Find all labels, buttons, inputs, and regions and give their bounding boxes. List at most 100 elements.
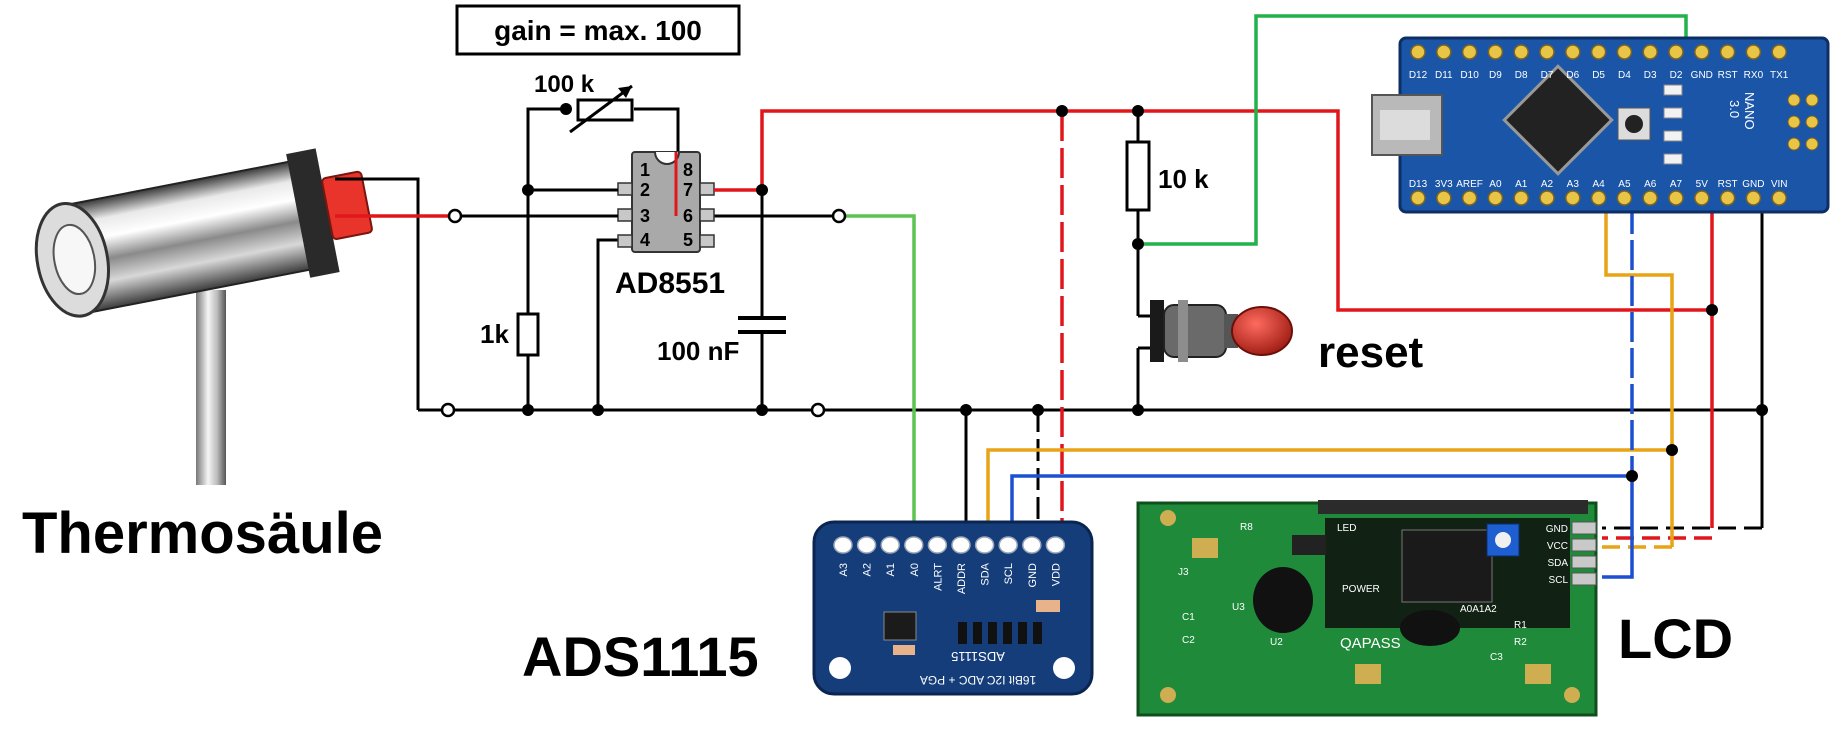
nano-top-pin-label-d12-0: D12 (1409, 70, 1428, 81)
nano-top-pin-pad-d7-5 (1539, 44, 1555, 60)
lcd-label: LCD (1618, 607, 1733, 670)
nano-top-pin-label-d7-5: D7 (1541, 70, 1554, 81)
ads-board-desc: 16Bit I2C ADC + PGA (920, 673, 1036, 687)
nano-bottom-pin-pad-a7-10 (1668, 190, 1684, 206)
nano-bottom-pin-pad-5v-11 (1694, 190, 1710, 206)
nano-bottom-pin-pad-a3-6 (1565, 190, 1581, 206)
nano-top-pin-pad-d3-9 (1642, 44, 1658, 60)
nano-top-pin-label-d4-8: D4 (1618, 70, 1631, 81)
nano-bottom-pin-label-a5-8: A5 (1618, 179, 1631, 190)
opamp-pin-1: 1 (640, 160, 650, 180)
opamp-pin-8: 8 (683, 160, 693, 180)
thermopile-connector (321, 170, 373, 240)
ads-pin-label-vdd: VDD (1050, 563, 1062, 586)
nano-top-pin-label-tx1-14: TX1 (1770, 70, 1789, 81)
thermopile-rod (196, 290, 226, 485)
nano-bottom-pin-label-a6-9: A6 (1644, 179, 1657, 190)
r1k-label: 1k (480, 319, 509, 349)
opamp-pin-7: 7 (683, 180, 693, 200)
black-wires (335, 107, 1764, 545)
red-wires (335, 109, 1714, 545)
resistor-1k: 1k (480, 312, 540, 357)
nano-top-pin-label-d9-3: D9 (1489, 70, 1502, 81)
lcd-led-label: LED (1337, 523, 1356, 534)
nano-bottom-pin-pad-a1-4 (1513, 190, 1529, 206)
lcd-c3-label: C3 (1490, 652, 1503, 663)
nano-bottom-pin-label-a7-10: A7 (1670, 179, 1683, 190)
thermopile-sensor (34, 148, 373, 485)
thermopile-label: Thermosäule (22, 501, 383, 566)
pot-label: 100 k (534, 71, 595, 98)
lcd-brand: QAPASS (1340, 635, 1401, 652)
nano-bottom-pin-label-gnd-13: GND (1742, 179, 1764, 190)
lcd-pin-label-gnd: GND (1546, 524, 1568, 535)
nano-bottom-pin-label-rst-12: RST (1718, 179, 1738, 190)
reset-label: reset (1318, 328, 1424, 377)
lcd-pin-label-scl: SCL (1549, 575, 1569, 586)
ads-pin-pad-sda (974, 536, 995, 554)
nano-top-pin-label-d2-10: D2 (1670, 70, 1683, 81)
lcd-r8-label: R8 (1240, 522, 1253, 533)
opamp-pin-4: 4 (640, 230, 650, 250)
ads-pin-pad-a1 (880, 536, 900, 554)
ads-pin-pad-addr (951, 536, 971, 554)
nano-bottom-pin-label-a3-6: A3 (1567, 179, 1580, 190)
ads-pin-pad-a2 (856, 536, 877, 554)
lcd-u2-label: U2 (1270, 637, 1283, 648)
capacitor-100nf: 100 nF (657, 316, 786, 366)
nano-version: 3.0 (1727, 100, 1742, 118)
nano-bottom-pin-label-a4-7: A4 (1592, 179, 1605, 190)
nano-top-pin-label-gnd-11: GND (1691, 70, 1713, 81)
nano-top-pin-pad-d9-3 (1487, 44, 1504, 60)
nano-bottom-pin-label-d13-0: D13 (1409, 179, 1428, 190)
lcd-j3-label: J3 (1178, 567, 1189, 578)
opamp-pin-2: 2 (640, 180, 650, 200)
resistor-10k: 10 k (1125, 140, 1209, 212)
opamp-pin-5: 5 (683, 230, 693, 250)
lcd-pin-label-sda: SDA (1547, 558, 1568, 569)
ads-pin-label-alrt: ALRT (932, 563, 944, 591)
ads-pin-label-addr: ADDR (956, 563, 968, 594)
nano-bottom-pin-label-a1-4: A1 (1515, 179, 1528, 190)
nano-top-pin-pad-rst-12 (1719, 44, 1736, 60)
nano-bottom-pin-label-aref-2: AREF (1456, 179, 1483, 190)
green-wires (842, 14, 1688, 545)
nano-top-pin-pad-d10-2 (1461, 44, 1478, 60)
nano-top-pin-label-rst-12: RST (1718, 70, 1738, 81)
lcd-u3-label: U3 (1232, 602, 1245, 613)
nano-mcu-chip (1502, 64, 1614, 176)
nano-bottom-pin-pad-a6-9 (1642, 190, 1658, 206)
thermopile-collar (286, 148, 340, 278)
junctions (522, 103, 1768, 482)
nano-top-pin-label-d3-9: D3 (1644, 70, 1657, 81)
ads-pin-pad-a3 (833, 536, 853, 554)
lcd-pin-pad-gnd (1571, 521, 1597, 535)
nano-bottom-pin-label-3v3-1: 3V3 (1435, 179, 1453, 190)
nano-bottom-pin-pad-a4-7 (1590, 190, 1607, 206)
nano-top-pin-pad-d12-0 (1410, 44, 1426, 60)
lcd-board: QAPASS LED POWER R8 U3 U2 A0A1A2 C1 C2 C… (1136, 500, 1733, 717)
lcd-addr-label: A0A1A2 (1460, 604, 1497, 615)
nano-top-pin-pad-d5-7 (1590, 44, 1607, 60)
nano-top-pin-label-d5-7: D5 (1592, 70, 1605, 81)
nano-bottom-pin-pad-d13-0 (1410, 190, 1426, 206)
adc-label: ADS1115 (522, 625, 759, 688)
ads-pin-pad-gnd (1022, 536, 1042, 554)
ads-pin-label-a2: A2 (862, 563, 874, 576)
orange-wires (986, 204, 1674, 549)
ads-pin-label-a0: A0 (909, 563, 921, 576)
lcd-pin-pad-scl (1571, 572, 1597, 586)
potentiometer-100k: 100 k (534, 71, 634, 134)
gain-text: gain = max. 100 (494, 15, 702, 46)
lcd-r1-label: R1 (1514, 620, 1527, 631)
opamp-pin-6: 6 (683, 206, 693, 226)
ads-pin-label-a1: A1 (885, 563, 897, 576)
opamp-label: AD8551 (615, 267, 725, 300)
ads-pin-pad-vdd (1045, 536, 1066, 554)
nano-top-pin-label-d8-4: D8 (1515, 70, 1528, 81)
